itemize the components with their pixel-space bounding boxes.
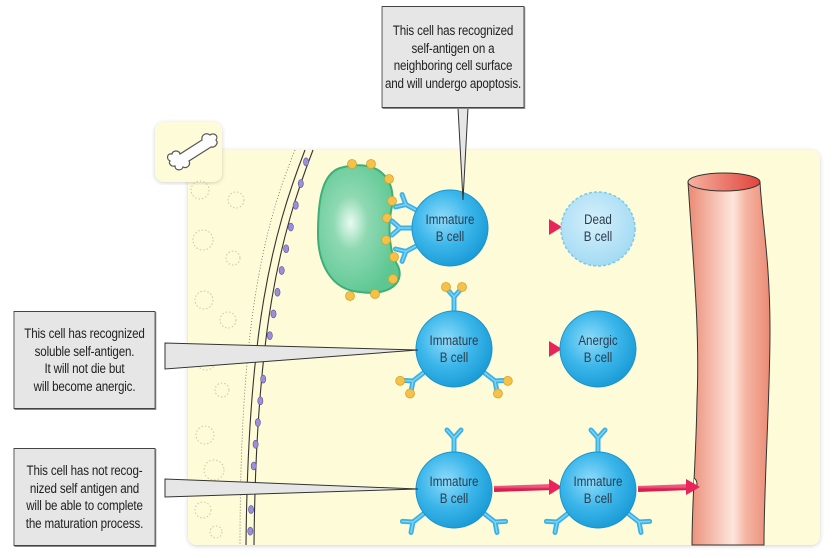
blood-vessel xyxy=(687,172,771,546)
immature-b-cell-migrating xyxy=(559,451,637,529)
cell-label: Immature B cell xyxy=(429,474,479,506)
immature-b-cell xyxy=(411,189,489,267)
endothelial-nucleus xyxy=(250,461,257,471)
immature-b-cell xyxy=(415,451,493,529)
cell-label: Anergic B cell xyxy=(578,333,618,365)
endothelial-nucleus xyxy=(278,266,285,275)
callout-apoptosis: This cell has recognized self-antigen on… xyxy=(381,6,525,108)
cell-label: Immature B cell xyxy=(425,212,475,244)
endothelial-nucleus xyxy=(248,505,254,514)
immature-b-cell xyxy=(415,310,493,388)
bone-icon xyxy=(155,122,222,182)
row-maturation xyxy=(402,430,700,532)
arrow-icon xyxy=(549,479,562,495)
endothelial-nucleus xyxy=(270,309,277,319)
cell-label: Dead B cell xyxy=(583,212,613,244)
endothelial-nucleus xyxy=(247,526,254,536)
callout-anergy: This cell has recognized soluble self-an… xyxy=(13,311,156,409)
endothelial-nucleus xyxy=(257,396,264,406)
endothelial-nucleus xyxy=(297,179,304,188)
endothelial-nucleus xyxy=(266,331,273,340)
endothelial-nucleus xyxy=(303,157,309,167)
endothelial-nucleus xyxy=(254,418,261,427)
row-anergy xyxy=(394,283,637,400)
anergic-b-cell xyxy=(559,310,637,388)
callout-maturation: This cell has not recog- nized self anti… xyxy=(13,448,156,546)
endothelial-nucleus xyxy=(287,222,294,232)
endothelial-nucleus xyxy=(283,244,290,254)
cell-label: Immature B cell xyxy=(429,333,479,365)
stroma-texture xyxy=(190,180,245,539)
endothelial-nucleus xyxy=(292,201,299,210)
arrow-icon xyxy=(686,479,700,495)
endothelial-nucleus xyxy=(260,374,267,384)
dead-b-cell xyxy=(560,191,636,267)
row-deletion xyxy=(392,189,636,267)
arrow-icon xyxy=(549,341,562,357)
cell-label: Immature B cell xyxy=(573,474,623,506)
callout-pointers xyxy=(164,107,469,498)
endothelial-nucleus xyxy=(252,439,259,449)
arrow-icon xyxy=(549,219,562,235)
stromal-cell xyxy=(316,159,401,301)
endothelial-nucleus xyxy=(274,287,281,297)
